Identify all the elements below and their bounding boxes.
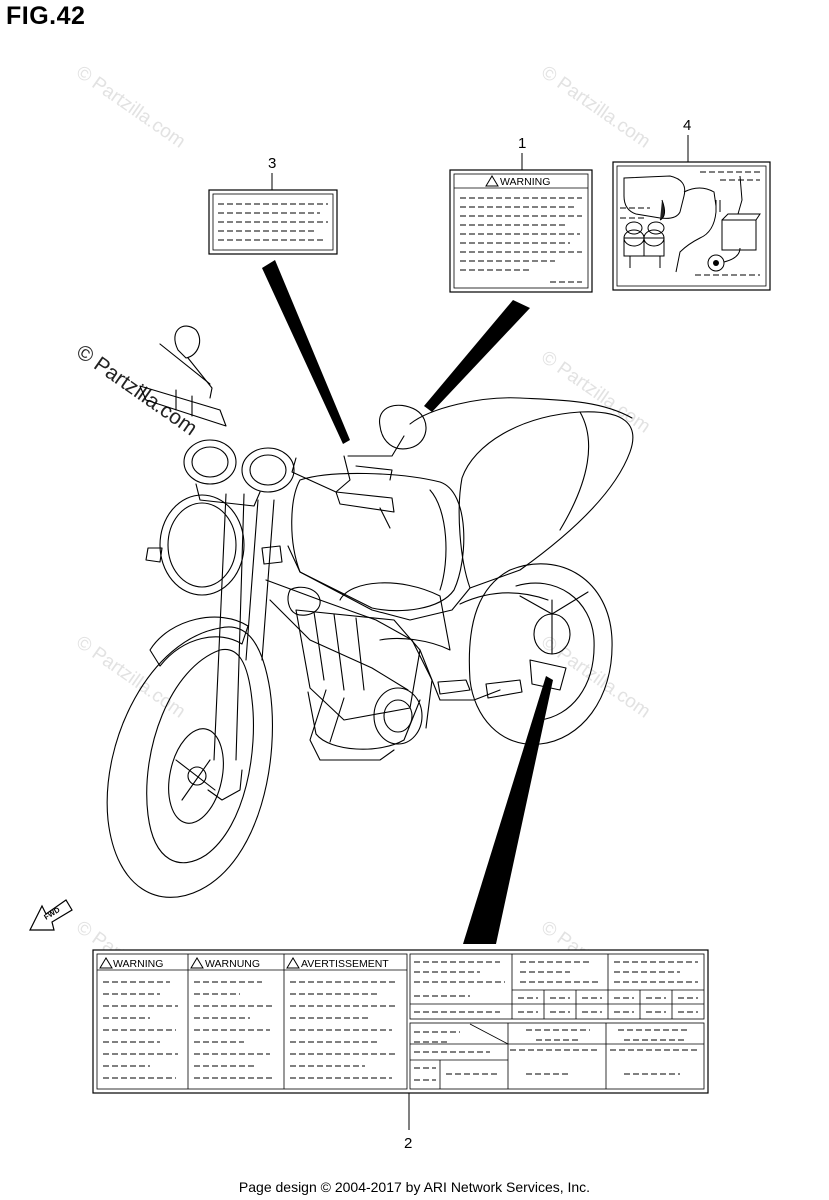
figure-title: FIG.42	[6, 2, 86, 30]
pointer-label-2	[463, 676, 553, 944]
label-4	[612, 161, 771, 291]
motorcycle-drawing	[106, 325, 634, 898]
warning-heading: WARNING	[500, 176, 550, 188]
watermark: © Partzilla.com	[537, 347, 654, 438]
callout-number: 4	[683, 117, 691, 134]
label-2: WARNING WARNUNG AVERTISSEMENT	[92, 949, 709, 1094]
pointer-label-3	[262, 260, 350, 444]
footer-copyright: Page design © 2004-2017 by ARI Network S…	[238, 1179, 591, 1195]
pointer-label-1	[424, 300, 530, 412]
label-1: WARNING	[449, 169, 593, 293]
warning-heading-en: WARNING	[113, 958, 163, 970]
watermark: © Partzilla.com	[537, 62, 654, 153]
callout-number: 3	[268, 155, 276, 172]
callout-number: 1	[518, 135, 526, 152]
callout-2: 2	[404, 1093, 412, 1152]
callout-1: 1	[518, 135, 526, 170]
callout-3: 3	[268, 155, 276, 190]
fwd-arrow: FWD	[29, 899, 73, 931]
callout-4: 4	[683, 117, 691, 162]
watermark: © Partzilla.com	[72, 632, 189, 723]
label-3	[208, 189, 338, 255]
warning-heading-fr: AVERTISSEMENT	[301, 958, 389, 970]
callout-number: 2	[404, 1135, 412, 1152]
watermark: © Partzilla.com	[72, 62, 189, 153]
watermark-dark: © Partzilla.com	[72, 340, 201, 440]
watermark: © Partzilla.com	[537, 632, 654, 723]
warning-heading-de: WARNUNG	[205, 958, 260, 970]
